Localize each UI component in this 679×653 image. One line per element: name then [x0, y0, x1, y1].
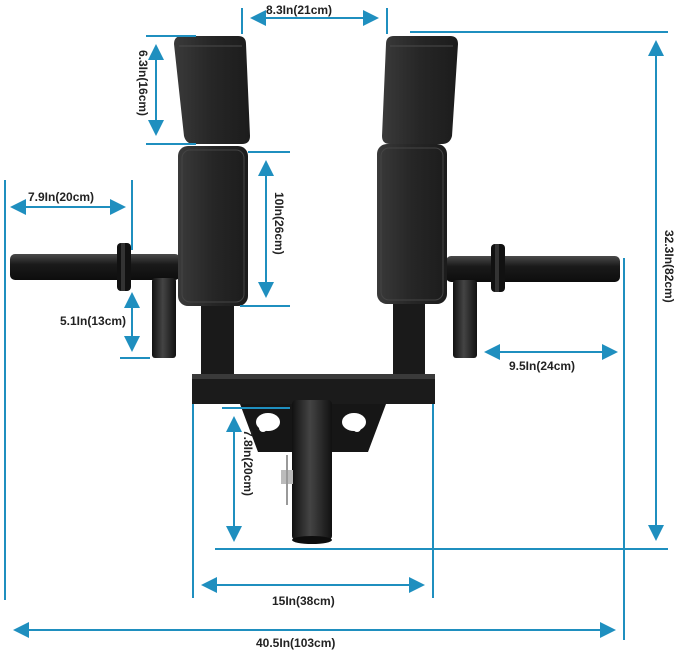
crossbar [192, 374, 435, 404]
right-handle [446, 244, 620, 358]
crossbar-width-label: 15In(38cm) [272, 594, 335, 608]
left-handle-length-label: 7.9In(20cm) [28, 190, 95, 204]
mount-post [281, 400, 332, 544]
lower-pad-height-label: 10In(26cm) [272, 192, 286, 255]
upper-pad-height-label: 6.3In(16cm) [136, 50, 150, 117]
left-upper-pad [174, 36, 250, 144]
dimension-lines [4, 8, 668, 640]
right-lower-pad [377, 144, 447, 304]
post-height-label: 7.8In(20cm) [241, 430, 255, 497]
total-height-label: 32.3In(82cm) [662, 230, 676, 303]
left-lower-pad [178, 146, 248, 306]
pad-gap-label: 8.3In(21cm) [266, 3, 333, 17]
right-upper-pad [382, 36, 458, 144]
total-width-label: 40.5In(103cm) [256, 636, 336, 650]
right-handle-length-label: 9.5In(24cm) [509, 359, 576, 373]
right-upright [393, 300, 425, 380]
left-upright [201, 300, 234, 380]
handle-drop-label: 5.1In(13cm) [60, 314, 127, 328]
left-handle [10, 243, 180, 358]
